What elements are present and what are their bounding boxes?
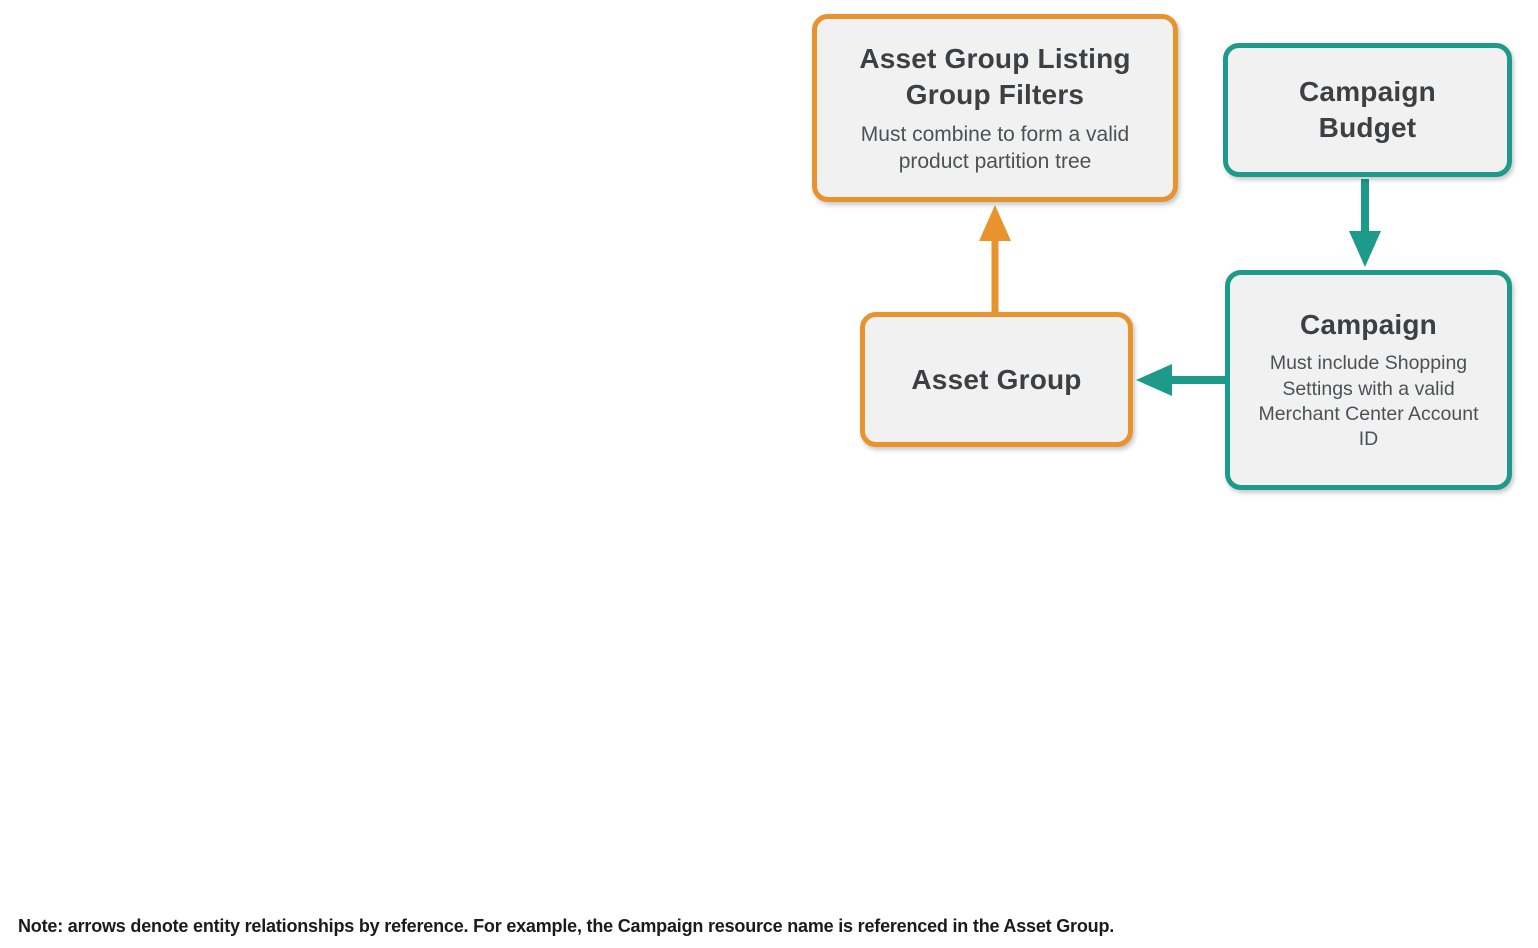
node-campaign: Campaign Must include Shopping Settings …: [1225, 270, 1512, 490]
node-title: Asset Group Listing Group Filters: [859, 42, 1131, 110]
arrow-campaign-to-asset-group: [1136, 364, 1226, 396]
node-subtitle: Must combine to form a valid product par…: [860, 122, 1130, 173]
node-campaign-budget: Campaign Budget: [1223, 43, 1512, 177]
node-asset-group: Asset Group: [860, 312, 1133, 447]
node-asset-group-listing-group-filters: Asset Group Listing Group Filters Must c…: [812, 14, 1178, 202]
node-title: Campaign Budget: [1299, 76, 1436, 143]
node-title: Campaign: [1300, 309, 1437, 341]
arrow-campaign-budget-to-campaign: [1349, 179, 1381, 267]
arrow-asset-group-to-listing-filters: [979, 205, 1011, 314]
footnote: Note: arrows denote entity relationships…: [18, 916, 1115, 936]
node-title: Asset Group: [911, 363, 1082, 395]
node-subtitle: Must include Shopping Settings with a va…: [1258, 352, 1479, 451]
